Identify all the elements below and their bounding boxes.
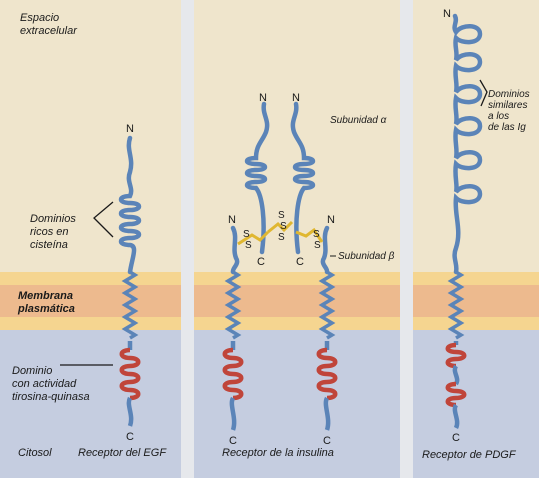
sulfur-atom: S <box>280 221 287 232</box>
egf-receptor-title: Receptor del EGF <box>78 447 167 459</box>
pdgf-c-terminus: C <box>452 432 460 444</box>
beta-subunit-left-extracellular <box>230 225 240 275</box>
beta-left-c-terminus: C <box>229 435 237 447</box>
beta-subunit-left-helix <box>224 270 242 340</box>
ig-like-pointer <box>479 79 488 107</box>
egf-c-terminus: C <box>126 431 134 443</box>
alpha-subunit-left <box>244 101 270 255</box>
beta-left-n-terminus: N <box>228 214 236 226</box>
disulfide-bond-right <box>295 227 324 243</box>
beta-subunit-label: Subunidad β <box>338 251 395 262</box>
pdgf-receptor: N C <box>443 8 483 444</box>
egf-transmembrane-helix <box>121 270 139 340</box>
alpha-left-n-terminus: N <box>259 92 267 104</box>
pdgf-kinase-insert <box>452 364 460 386</box>
alpha-right-n-terminus: N <box>292 92 300 104</box>
sulfur-atom: S <box>314 240 321 251</box>
beta-subunit-right-extracellular <box>320 225 330 275</box>
pdgf-kinase-domain-1 <box>445 342 467 369</box>
egf-c-tail <box>126 396 134 427</box>
alpha-left-c-terminus: C <box>257 256 265 268</box>
egf-kinase-domain <box>119 347 141 401</box>
cytosol-label: Citosol <box>18 447 52 459</box>
beta-subunit-right-tail <box>323 396 331 431</box>
egf-n-terminus: N <box>126 123 134 135</box>
sulfur-atom: S <box>278 210 285 221</box>
pdgf-c-tail <box>452 403 460 430</box>
pdgf-transmembrane-helix <box>447 270 465 340</box>
cysteine-rich-pointer <box>93 201 114 238</box>
extracellular-region <box>0 0 539 272</box>
egf-chain-extracellular <box>118 135 142 275</box>
panel-separator <box>400 0 413 478</box>
beta-subunit-left-tail <box>229 396 237 431</box>
alpha-subunit-label: Subunidad α <box>330 115 387 126</box>
sulfur-atom: S <box>243 229 250 240</box>
panel-separator <box>181 0 194 478</box>
alpha-right-c-terminus: C <box>296 256 304 268</box>
alpha-subunit-right <box>290 101 316 255</box>
membrane-inner-band <box>0 285 539 317</box>
beta-subunit-right-helix <box>318 270 336 340</box>
beta-subunit-left-kinase <box>222 347 244 401</box>
disulfide-bond-left <box>237 230 270 246</box>
beta-right-c-terminus: C <box>323 435 331 447</box>
sulfur-atom: S <box>245 240 252 251</box>
pdgf-kinase-domain-2 <box>445 381 467 408</box>
sulfur-atom: S <box>313 229 320 240</box>
sulfur-atom: S <box>278 232 285 243</box>
pdgf-chain-extracellular <box>452 13 483 275</box>
egf-receptor: N C <box>118 123 142 443</box>
insulin-receptor-title: Receptor de la insulina <box>222 447 334 459</box>
insulin-receptor: N N N N C C C C S S S S S S S <box>222 92 338 447</box>
pdgf-n-terminus: N <box>443 8 451 20</box>
beta-subunit-right-kinase <box>316 347 338 401</box>
beta-right-n-terminus: N <box>327 214 335 226</box>
disulfide-bond-center <box>267 220 294 234</box>
pdgf-receptor-title: Receptor de PDGF <box>422 449 517 461</box>
